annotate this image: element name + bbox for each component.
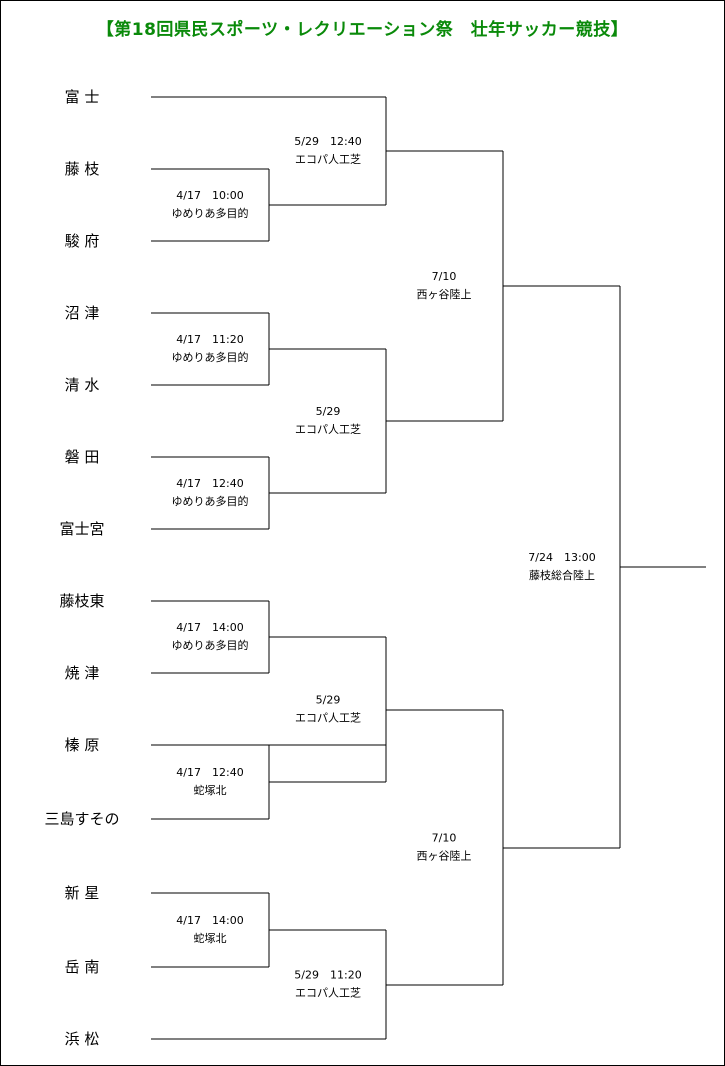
team-name: 焼 津: [65, 664, 100, 682]
match-date: 4/17 10:00: [176, 189, 243, 202]
team-name: 浜 松: [65, 1030, 100, 1048]
team-name: 富士宮: [59, 520, 104, 538]
match-venue: 蛇塚北: [194, 783, 227, 797]
match-date: 7/10: [432, 832, 457, 845]
match-date: 4/17 12:40: [176, 477, 243, 490]
team-name: 新 星: [65, 884, 100, 902]
match-date: 5/29: [316, 694, 341, 707]
match-date: 5/29 11:20: [294, 969, 361, 982]
page-title: 【第18回県民スポーツ・レクリエーション祭 壮年サッカー競技】: [96, 20, 629, 40]
team-name: 清 水: [65, 376, 100, 394]
team-name: 藤 枝: [65, 160, 100, 178]
match-venue: 蛇塚北: [194, 931, 227, 945]
team-name: 三島すその: [44, 810, 119, 828]
match-venue: ゆめりあ多目的: [172, 206, 249, 220]
match-venue: 西ヶ谷陸上: [417, 850, 472, 863]
match-date: 4/17 12:40: [176, 766, 243, 779]
match-venue: エコパ人工芝: [295, 153, 361, 166]
match-venue: エコパ人工芝: [295, 423, 361, 436]
match-date: 5/29: [316, 405, 341, 418]
match-date: 7/10: [432, 270, 457, 283]
match-venue: エコパ人工芝: [295, 987, 361, 1000]
team-name: 磐 田: [65, 448, 100, 466]
team-name: 富 士: [65, 88, 100, 106]
match-date: 4/17 11:20: [176, 333, 243, 346]
team-name: 榛 原: [65, 736, 100, 754]
match-date: 4/17 14:00: [176, 914, 243, 927]
match-venue: 藤枝総合陸上: [529, 568, 595, 582]
match-date: 7/24 13:00: [528, 551, 595, 564]
match-venue: ゆめりあ多目的: [172, 350, 249, 364]
team-name: 沼 津: [65, 304, 100, 322]
match-date: 5/29 12:40: [294, 135, 361, 148]
team-name: 駿 府: [65, 232, 100, 250]
match-venue: エコパ人工芝: [295, 712, 361, 725]
team-name: 藤枝東: [59, 592, 104, 610]
match-venue: 西ヶ谷陸上: [417, 288, 472, 301]
team-name: 岳 南: [65, 958, 100, 976]
match-date: 4/17 14:00: [176, 621, 243, 634]
match-venue: ゆめりあ多目的: [172, 638, 249, 652]
match-venue: ゆめりあ多目的: [172, 494, 249, 508]
